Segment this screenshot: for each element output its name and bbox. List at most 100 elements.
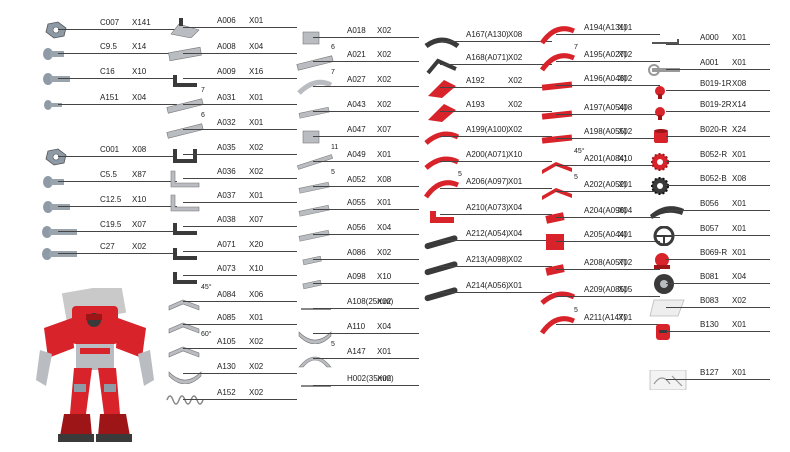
angle-bracket-icon xyxy=(165,217,205,237)
part-quantity: X01 xyxy=(249,191,264,200)
part-code: A199(A100) xyxy=(466,125,509,134)
leader-line xyxy=(183,104,297,105)
wrench-icon xyxy=(648,60,688,80)
part-code: A108(25mm) xyxy=(347,297,394,306)
leader-line xyxy=(183,178,297,179)
part-code: B081 xyxy=(700,272,719,281)
leader-line xyxy=(183,154,297,155)
part-code: A006 xyxy=(217,16,236,25)
red-panel-icon xyxy=(422,102,462,122)
parts-list-item: 45°A201(A084)X10 xyxy=(538,148,664,178)
part-code: A194(A131) xyxy=(584,23,627,32)
part-quantity: X01 xyxy=(508,177,523,186)
part-code: A018 xyxy=(347,26,366,35)
leader-line xyxy=(58,206,177,207)
part-quantity: X02 xyxy=(618,50,633,59)
part-annotation: 11 xyxy=(331,144,339,151)
part-quantity: X01 xyxy=(732,248,747,257)
leader-line xyxy=(313,136,419,137)
part-quantity: X01 xyxy=(377,150,392,159)
part-code: A195(A027) xyxy=(584,50,627,59)
part-quantity: X01 xyxy=(249,313,264,322)
part-quantity: X02 xyxy=(377,26,392,35)
leader-line xyxy=(183,27,297,28)
part-quantity: X02 xyxy=(508,76,523,85)
long-plate-icon xyxy=(165,95,205,115)
part-code: A211(A147) xyxy=(584,313,627,322)
long-plate-icon xyxy=(295,52,335,72)
parts-list-item: A168(A071)X02 xyxy=(422,53,556,77)
part-code: A196(A043) xyxy=(584,74,627,83)
part-quantity: X02 xyxy=(377,248,392,257)
part-quantity: X02 xyxy=(732,296,747,305)
parts-list-item: A213(A098)X02 xyxy=(422,255,556,279)
red-panel-icon xyxy=(422,78,462,98)
part-code: A084 xyxy=(217,290,236,299)
part-code: C007 xyxy=(100,18,120,27)
part-code: A152 xyxy=(217,388,236,397)
part-code: A209(A085) xyxy=(584,285,627,294)
black-curve-icon xyxy=(422,32,462,52)
part-quantity: X01 xyxy=(732,33,747,42)
red-bracket-icon xyxy=(422,205,462,225)
part-code: A200(A071) xyxy=(466,150,509,159)
part-quantity: X02 xyxy=(377,297,392,306)
arc-plate-icon xyxy=(295,349,335,369)
axle-icon xyxy=(295,299,335,319)
leader-line xyxy=(313,111,419,112)
leader-line xyxy=(313,308,419,309)
leader-line xyxy=(183,78,297,79)
part-code: A197(A054) xyxy=(584,103,627,112)
part-code: A071 xyxy=(217,240,236,249)
leader-line xyxy=(666,90,770,91)
part-code: B130 xyxy=(700,320,719,329)
spring-icon xyxy=(165,390,205,410)
part-quantity: X01 xyxy=(732,368,747,377)
u-bracket-icon xyxy=(165,145,205,165)
bolt-medium-icon xyxy=(40,69,80,89)
angle-bracket-icon xyxy=(165,69,205,89)
part-quantity: X07 xyxy=(377,125,392,134)
leader-line xyxy=(313,37,419,38)
leader-line xyxy=(58,78,177,79)
part-quantity: X01 xyxy=(377,198,392,207)
leader-line xyxy=(666,69,770,70)
red-strip-icon xyxy=(538,76,578,96)
part-code: A021 xyxy=(347,50,366,59)
leader-line xyxy=(313,61,419,62)
parts-list-item: A209(A085)X05 xyxy=(538,285,664,309)
part-quantity: X08 xyxy=(732,174,747,183)
part-quantity: X02 xyxy=(132,242,147,251)
part-code: A037 xyxy=(217,191,236,200)
part-quantity: X10 xyxy=(508,150,523,159)
parts-list-item: A200(A071)X10 xyxy=(422,150,556,174)
part-quantity: X04 xyxy=(618,206,633,215)
part-code: A085 xyxy=(217,313,236,322)
part-quantity: X02 xyxy=(377,100,392,109)
leader-line xyxy=(666,44,770,45)
parts-list-item: A196(A043)X02 xyxy=(538,74,664,98)
leader-line xyxy=(183,348,297,349)
leader-line xyxy=(556,324,660,325)
